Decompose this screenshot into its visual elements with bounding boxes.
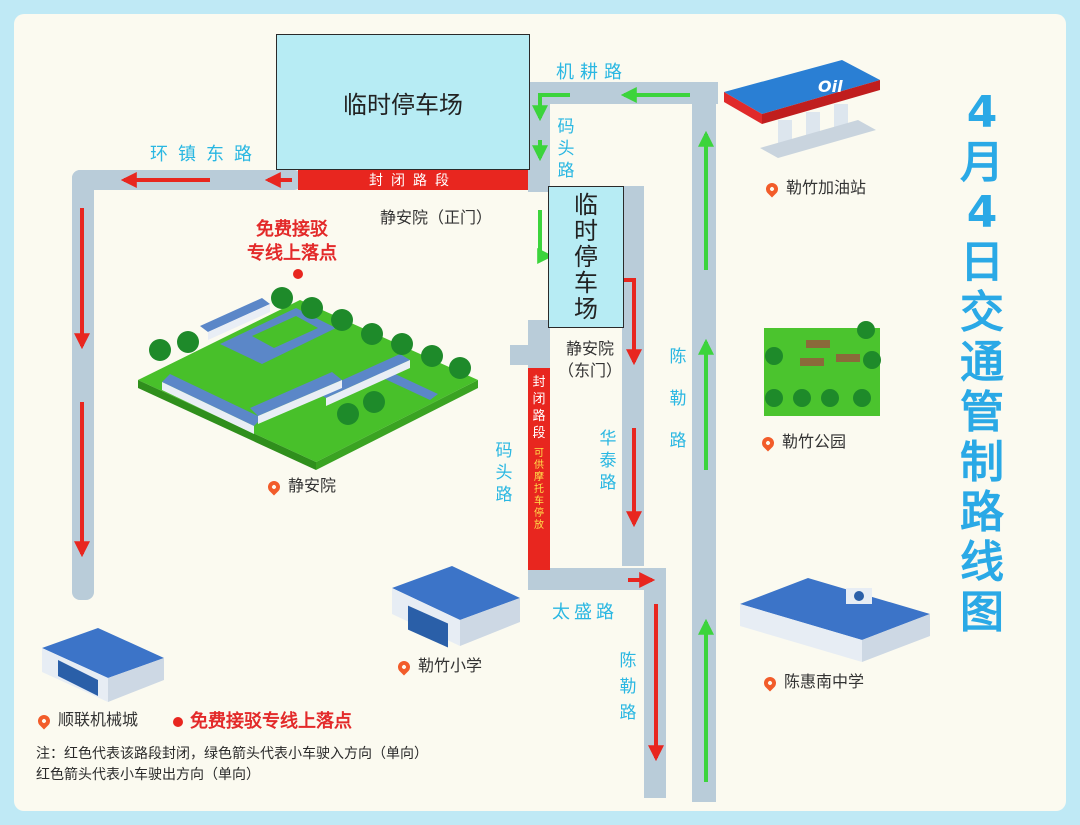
poi-primary-school: 勒竹小学 — [395, 652, 483, 676]
poi-middle-school-label: 陈惠南中学 — [784, 672, 865, 691]
poi-jingan: 静安院 — [265, 472, 337, 496]
gate-east-line2: （东门） — [558, 361, 623, 380]
temp-parking-lot-1: 临时停车场 — [276, 34, 530, 170]
legend-note-line1: 注：红色代表该路段封闭，绿色箭头代表小车驶入方向（单向） — [36, 746, 428, 762]
closed-section-label: 封闭路段 — [369, 173, 457, 189]
map-title: 4月4日交通管制路线图 — [952, 88, 1012, 638]
middle-school-illustration — [740, 578, 930, 662]
jingan-compound-illustration — [138, 287, 478, 470]
poi-middle-school: 陈惠南中学 — [761, 668, 865, 692]
location-pin-icon — [759, 434, 777, 451]
location-pin-icon — [395, 658, 413, 675]
poi-gas-station: 勒竹加油站 — [763, 174, 867, 198]
primary-school-illustration — [392, 566, 520, 648]
park-illustration — [764, 321, 881, 416]
road-label-huatai: 华泰路 — [599, 429, 617, 493]
temp-parking-lot-2: 临时停车场 — [548, 186, 624, 328]
location-pin-icon — [763, 180, 781, 197]
legend-note-line2: 红色箭头代表小车驶出方向（单向） — [36, 767, 260, 783]
location-pin-icon — [35, 712, 53, 729]
poi-park: 勒竹公园 — [759, 428, 847, 452]
svg-text:Oil: Oil — [818, 77, 843, 96]
location-pin-icon — [761, 674, 779, 691]
shuttle-stop-label-1a: 免费接驳 — [256, 219, 328, 240]
closed-section-horizontal: 封闭路段 — [298, 170, 528, 190]
road-label-taisheng: 太盛路 — [552, 602, 618, 623]
road-label-matou-1: 码头路 — [557, 117, 575, 181]
shuttle-stop-dot-1 — [293, 269, 303, 279]
map-title-text: 4月4日交通管制路线图 — [960, 87, 1004, 638]
closed-section-vertical: 封闭路段 可供摩托车停放 — [528, 368, 550, 570]
poi-gas-station-label: 勒竹加油站 — [786, 178, 867, 197]
road-label-chenle-2: 陈勒路 — [619, 651, 637, 723]
poi-machinery-city: 顺联机械城 — [35, 706, 139, 730]
road-label-matou-2: 码头路 — [495, 441, 513, 505]
legend-note: 注：红色代表该路段封闭，绿色箭头代表小车驶入方向（单向） 红色箭头代表小车驶出方… — [36, 744, 428, 786]
shuttle-stop-label-1: 免费接驳 专线上落点 — [232, 218, 352, 266]
shuttle-stop-label-2: 免费接驳专线上落点 — [190, 711, 352, 732]
poi-jingan-label: 静安院 — [288, 476, 337, 495]
machinery-city-illustration — [42, 628, 164, 702]
closed-vertical-label: 封闭路段 — [532, 375, 546, 441]
shuttle-stop-dot-2 — [173, 717, 183, 727]
motorbike-parking-note: 可供摩托车停放 — [534, 448, 544, 531]
gate-east-line1: 静安院 — [566, 339, 615, 358]
gate-label-east: 静安院 （东门） — [558, 338, 622, 382]
road-label-chenle-1: 陈勒路 — [669, 347, 687, 451]
poi-machinery-city-label: 顺联机械城 — [58, 710, 139, 729]
road-label-jigeng: 机耕路 — [556, 62, 628, 83]
gate-label-main: 静安院（正门） — [380, 208, 493, 227]
road-label-huanzhen-east: 环镇东路 — [150, 144, 262, 165]
shuttle-stop-label-1b: 专线上落点 — [247, 243, 337, 264]
location-pin-icon — [265, 478, 283, 495]
poi-park-label: 勒竹公园 — [782, 432, 847, 451]
temp-parking-lot-2-label: 临时停车场 — [574, 191, 598, 323]
exit-arrows — [74, 172, 664, 762]
gas-station-illustration: Oil — [724, 60, 880, 158]
poi-primary-school-label: 勒竹小学 — [418, 656, 483, 675]
entry-arrows — [532, 87, 714, 782]
temp-parking-lot-1-label: 临时停车场 — [343, 90, 463, 119]
